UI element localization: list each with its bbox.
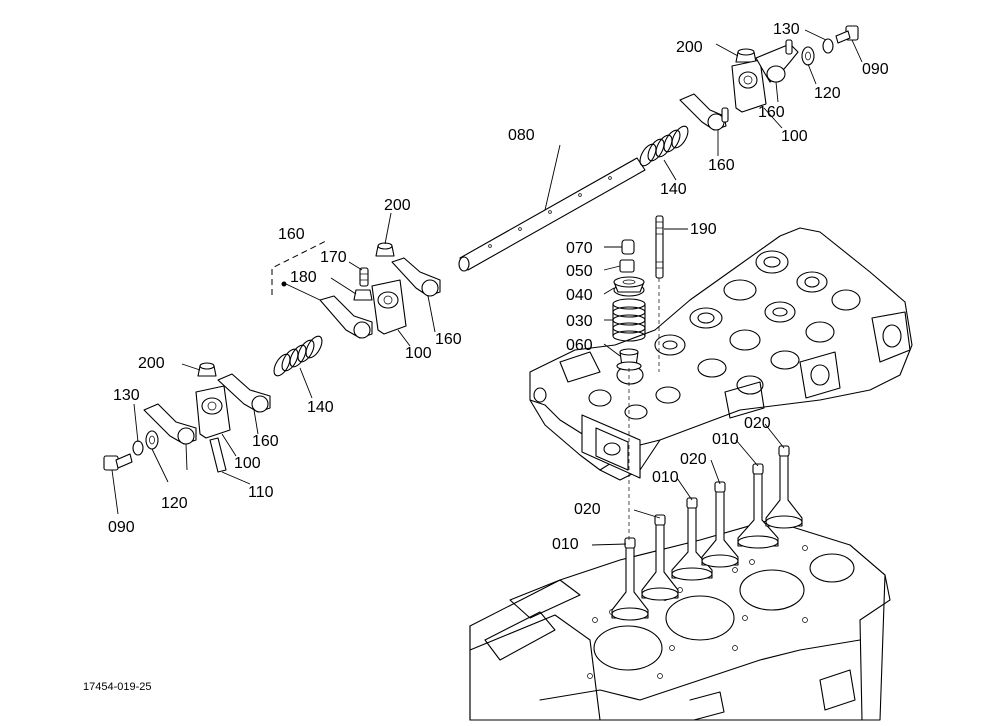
part-label: 020 <box>744 415 771 432</box>
part-label: 180 <box>290 269 317 286</box>
part-label: 140 <box>307 399 334 416</box>
part-label: 010 <box>712 431 739 448</box>
document-id: 17454-019-25 <box>83 681 152 693</box>
part-label: 120 <box>814 85 841 102</box>
shaft-spring-lower <box>273 335 323 377</box>
stud-bolt <box>655 215 664 372</box>
part-label: 080 <box>508 127 535 144</box>
leader-lines <box>111 29 863 546</box>
sub-assembly-bracket <box>271 239 329 295</box>
part-label: 120 <box>161 495 188 512</box>
rocker-shaft <box>458 157 646 272</box>
part-label: 020 <box>680 451 707 468</box>
part-label: 100 <box>405 345 432 362</box>
part-label: 160 <box>758 104 785 121</box>
part-label: 130 <box>113 387 140 404</box>
shaft-spring-upper <box>639 125 689 167</box>
part-label: 070 <box>566 240 593 257</box>
part-label: 050 <box>566 263 593 280</box>
part-label: 160 <box>435 331 462 348</box>
part-label: 200 <box>138 355 165 372</box>
part-label: 090 <box>862 61 889 78</box>
part-label: 110 <box>248 484 274 501</box>
cylinder-block <box>469 519 891 721</box>
part-label: 010 <box>652 469 679 486</box>
cylinder-head <box>529 227 913 481</box>
part-label: 160 <box>252 433 279 450</box>
part-label: 160 <box>278 226 305 243</box>
part-label: 100 <box>234 455 261 472</box>
part-label: 060 <box>566 337 593 354</box>
part-label: 040 <box>566 287 593 304</box>
rocker-assembly-left <box>103 362 271 473</box>
part-label: 160 <box>708 157 735 174</box>
valve-set <box>611 445 803 621</box>
part-label: 200 <box>384 197 411 214</box>
part-label: 030 <box>566 313 593 330</box>
part-label: 140 <box>660 181 687 198</box>
rocker-assembly-right <box>679 25 859 131</box>
part-label: 130 <box>773 21 800 38</box>
part-label: 020 <box>574 501 601 518</box>
part-label: 010 <box>552 536 579 553</box>
part-labels: 080 190 070 050 040 030 060 200 170 180 … <box>108 21 889 553</box>
part-label: 200 <box>676 39 703 56</box>
reference-dot <box>281 281 287 287</box>
valve-spring-stack <box>612 239 646 540</box>
part-label: 190 <box>690 221 717 238</box>
part-label: 090 <box>108 519 135 536</box>
part-label: 100 <box>781 128 808 145</box>
part-label: 170 <box>320 249 347 266</box>
